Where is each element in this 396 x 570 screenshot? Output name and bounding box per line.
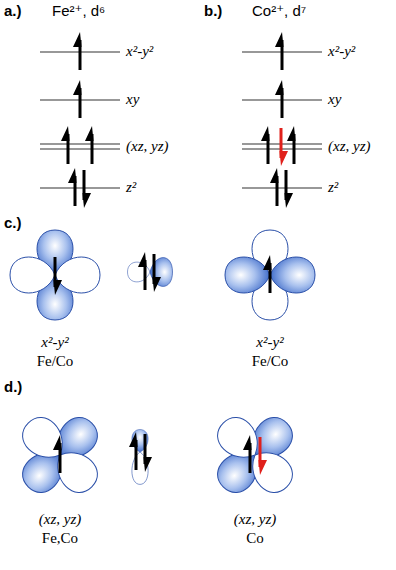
metal-label-text: Fe/Co xyxy=(37,353,74,369)
dx2y2-orbital xyxy=(225,230,315,320)
dx2y2-orbital xyxy=(10,230,100,320)
panel-letter: b.) xyxy=(204,2,222,20)
orbital-label: x²-y² xyxy=(41,333,68,351)
panel-letter-text: c.) xyxy=(4,214,22,231)
panel-letter: a.) xyxy=(4,2,22,20)
orbital-label: x²-y² xyxy=(256,333,283,351)
orbital-label-text: (xz, yz) xyxy=(328,138,370,154)
orbital-label: xy xyxy=(328,90,341,108)
orbital-label-text: xy xyxy=(328,91,341,107)
orbital-label-text: (xz, yz) xyxy=(234,511,276,527)
orbital-label-text: z² xyxy=(126,179,136,195)
orbital-label: (xz, yz) xyxy=(328,137,370,155)
orbital-label-text: x²-y² xyxy=(41,334,68,350)
panel-letter-text: a.) xyxy=(4,2,22,19)
energy-levels xyxy=(242,52,322,188)
orbital-label: xy xyxy=(126,90,139,108)
metal-label: Fe/Co xyxy=(37,352,74,370)
dxz-orbital xyxy=(15,410,104,499)
orbital-label-text: (xz, yz) xyxy=(39,511,81,527)
orbital-label: x²-y² xyxy=(328,42,355,60)
orbital-label-text: z² xyxy=(328,179,338,195)
metal-label: Fe/Co xyxy=(252,352,289,370)
orbital-label-text: (xz, yz) xyxy=(126,138,168,154)
ligand-orbital xyxy=(128,258,173,287)
ion-label: Fe²⁺, d⁶ xyxy=(52,2,105,20)
orbital-label-text: x²-y² xyxy=(256,334,283,350)
metal-label-text: Co xyxy=(246,530,264,546)
metal-label-text: Fe,Co xyxy=(42,530,78,546)
orbital-label: z² xyxy=(328,178,338,196)
orbital-label: (xz, yz) xyxy=(234,510,276,528)
orbital-label: (xz, yz) xyxy=(39,510,81,528)
metal-label: Co xyxy=(246,529,264,547)
orbital-label-text: x²-y² xyxy=(328,43,355,59)
ion-label: Co²⁺, d⁷ xyxy=(252,2,306,20)
ion-label-text: Fe²⁺, d⁶ xyxy=(52,2,105,19)
panel-letter-text: b.) xyxy=(204,2,222,19)
energy-levels xyxy=(40,52,120,188)
orbital-label: (xz, yz) xyxy=(126,137,168,155)
panel-letter: c.) xyxy=(4,214,22,232)
orbital-label-text: xy xyxy=(126,91,139,107)
panel-letter-text: d.) xyxy=(4,378,22,395)
metal-label: Fe,Co xyxy=(42,529,78,547)
orbital-label-text: x²-y² xyxy=(126,43,153,59)
dxz-orbital xyxy=(210,410,299,499)
metal-label-text: Fe/Co xyxy=(252,353,289,369)
orbital-label: z² xyxy=(126,178,136,196)
orbital-label: x²-y² xyxy=(126,42,153,60)
ion-label-text: Co²⁺, d⁷ xyxy=(252,2,306,19)
panel-letter: d.) xyxy=(4,378,22,396)
